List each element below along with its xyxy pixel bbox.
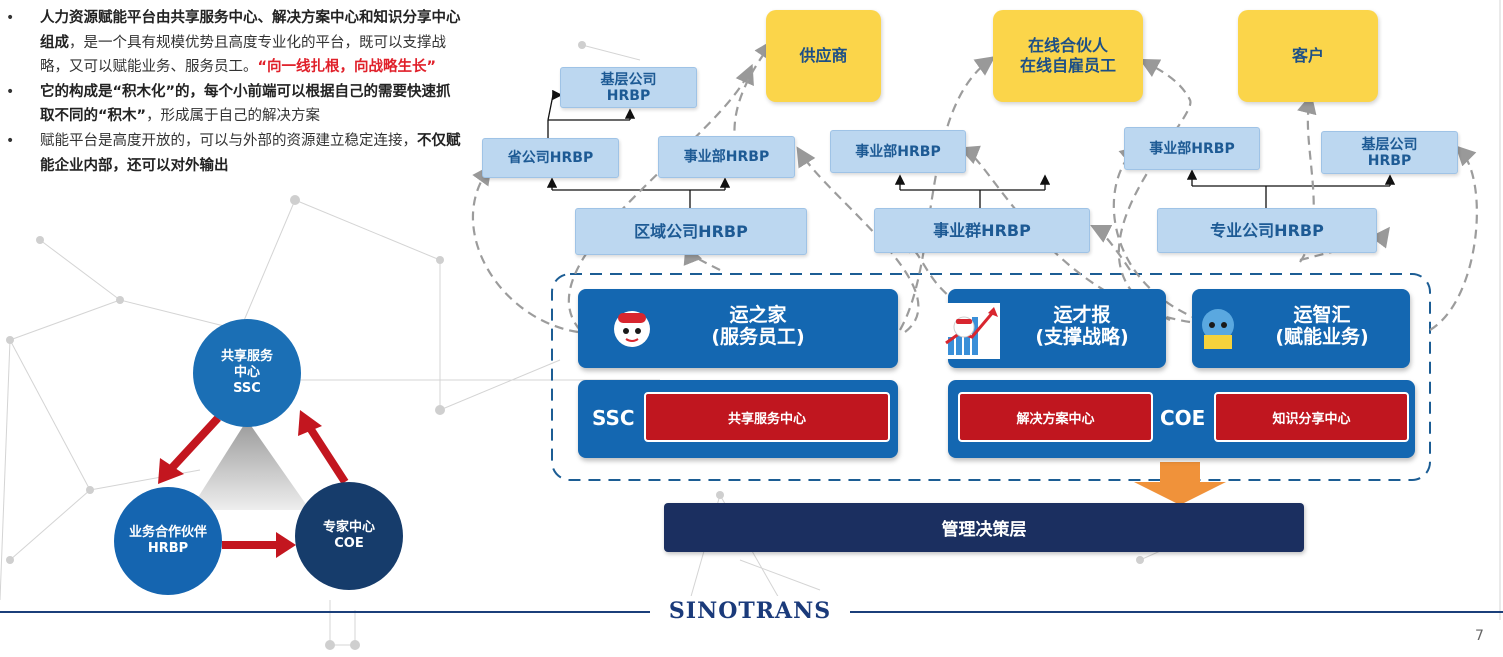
down-arrow <box>1134 462 1226 505</box>
customer-label: 客户 <box>1291 46 1324 65</box>
box-label: HRBP <box>606 87 651 104</box>
specialized-hrbp: 专业公司HRBP <box>1157 208 1377 253</box>
regional-hrbp: 区域公司HRBP <box>575 208 807 255</box>
box-label: 事业部HRBP <box>855 143 941 160</box>
panel-title-line: (服务员工) <box>711 326 805 348</box>
box-label: 基层公司 <box>600 71 657 88</box>
box-label: 共享服务中心 <box>727 411 806 427</box>
panel-title-line: 运之家 <box>729 304 787 326</box>
supplier-box: 供应商 <box>766 10 881 102</box>
panel-yunzhihui: 运智汇 (赋能业务) <box>1192 289 1410 368</box>
panel-title: 运智汇 (赋能业务) <box>1242 304 1402 348</box>
supplier-label: 供应商 <box>799 46 848 65</box>
box-label: 区域公司HRBP <box>634 221 748 241</box>
panel-title: 运之家 (服务员工) <box>668 304 848 348</box>
panel-title-line: (支撑战略) <box>1035 326 1129 348</box>
ssc-center-box: 共享服务中心 <box>644 392 890 442</box>
bullet-text: 赋能平台是高度开放的，可以与外部的资源建立稳定连接， <box>40 132 417 149</box>
bullet-text-bold: 不仅赋能企业内部，还可以对外输出 <box>40 132 461 174</box>
circle-label: HRBP <box>147 541 189 556</box>
bullet-marker: • <box>6 83 15 100</box>
division-hrbp-left: 事业部HRBP <box>658 136 795 178</box>
ssc-label: SSC <box>592 406 635 430</box>
panel-coe: 解决方案中心 COE 知识分享中心 <box>948 380 1415 458</box>
page-number: 7 <box>1475 628 1484 644</box>
customer-box: 客户 <box>1238 10 1378 102</box>
box-label: 事业部HRBP <box>683 149 770 165</box>
box-label: 事业群HRBP <box>933 220 1031 240</box>
business-group-hrbp: 事业群HRBP <box>874 208 1090 253</box>
box-label: 事业部HRBP <box>1149 140 1235 157</box>
circle-label: COE <box>334 536 364 551</box>
panel-ssc: SSC 共享服务中心 <box>578 380 898 458</box>
circle-label: 业务合作伙伴 <box>128 525 207 540</box>
bullet-item-1: • 人力资源赋能平台由共享服务中心、解决方案中心和知识分享中心组成，是一个具有规… <box>4 6 464 80</box>
bullet-item-3: • 赋能平台是高度开放的，可以与外部的资源建立稳定连接，不仅赋能企业内部，还可以… <box>4 129 464 178</box>
box-label: 省公司HRBP <box>507 150 594 166</box>
panel-title-line: 运智汇 <box>1293 304 1351 326</box>
bullet-marker: • <box>6 10 15 26</box>
circle-label: 专家中心 <box>322 520 375 535</box>
panel-title-line: (赋能业务) <box>1275 326 1369 348</box>
bullet-list: • 人力资源赋能平台由共享服务中心、解决方案中心和知识分享中心组成，是一个具有规… <box>4 6 464 178</box>
arrow-hrbp-to-coe <box>222 532 296 558</box>
triangle-connectors <box>158 410 349 558</box>
panel-yunzhijia: 运之家 (服务员工) <box>578 289 898 368</box>
circle-ssc: 共享服务 中心 SSC <box>193 319 301 427</box>
division-hrbp-right: 事业部HRBP <box>1124 127 1260 170</box>
footer-line <box>0 611 1503 613</box>
bullet-text-bold: 人力资源赋能平台由共享服务中心、解决方案中心和知识分享中心组成 <box>40 10 461 51</box>
box-label: HRBP <box>1367 152 1412 169</box>
bullet-item-2: • 它的构成是“积木化”的，每个小前端可以根据自己的需要快速抓取不同的“积木”，… <box>4 80 464 129</box>
division-hrbp-mid: 事业部HRBP <box>830 130 966 173</box>
solution-center-box: 解决方案中心 <box>958 392 1153 442</box>
partner-label-2: 在线自雇员工 <box>1019 56 1116 75</box>
bullet-text-bold: 它的构成是“积木化”的，每个小前端可以根据自己的需要快速抓取不同的“积木” <box>40 83 451 125</box>
triangle-shade <box>190 420 310 510</box>
circle-label: 中心 <box>233 365 260 380</box>
growth-chart-icon <box>942 303 1000 359</box>
management-label: 管理决策层 <box>941 520 1027 540</box>
box-label: 知识分享中心 <box>1272 411 1351 427</box>
box-label: 专业公司HRBP <box>1210 220 1324 240</box>
partner-label-1: 在线合伙人 <box>1027 36 1108 55</box>
bullet-marker: • <box>6 132 15 149</box>
arrow-ssc-to-hrbp <box>158 415 221 484</box>
circle-label: 共享服务 <box>220 349 273 364</box>
coe-label: COE <box>1160 406 1206 430</box>
circle-label: SSC <box>233 381 261 396</box>
reading-mascot-icon <box>1202 309 1234 349</box>
management-layer: 管理决策层 <box>664 503 1304 552</box>
bullet-text-highlight: “向一线扎根，向战略生长” <box>257 59 437 76</box>
panel-yuncaibao: 运才报 (支撑战略) <box>942 289 1166 368</box>
panel-title-line: 运才报 <box>1053 304 1111 326</box>
bullet-text: ，是一个具有规模优势且高度专业化的平台，既可以支撑战略，又可以赋能业务、服务员工… <box>40 34 446 76</box>
grassroots-hrbp-left: 基层公司 HRBP <box>560 67 697 108</box>
platform-dashed-border <box>551 273 1431 481</box>
arrow-coe-to-ssc <box>298 410 349 485</box>
box-label: 解决方案中心 <box>1016 411 1095 427</box>
panel-title: 运才报 (支撑战略) <box>1002 304 1162 348</box>
circle-coe: 专家中心 COE <box>295 482 403 590</box>
grassroots-hrbp-right: 基层公司 HRBP <box>1321 131 1458 174</box>
partner-box: 在线合伙人 在线自雇员工 <box>993 10 1143 102</box>
logo-text: SINOTRANS <box>668 598 832 624</box>
province-hrbp: 省公司HRBP <box>482 138 619 178</box>
mascot-icon <box>614 311 650 347</box>
knowledge-center-box: 知识分享中心 <box>1214 392 1409 442</box>
circle-hrbp: 业务合作伙伴 HRBP <box>114 487 222 595</box>
company-logo: SINOTRANS <box>650 596 850 626</box>
box-label: 基层公司 <box>1361 136 1418 153</box>
bullet-text: ，形成属于自己的解决方案 <box>146 108 321 125</box>
